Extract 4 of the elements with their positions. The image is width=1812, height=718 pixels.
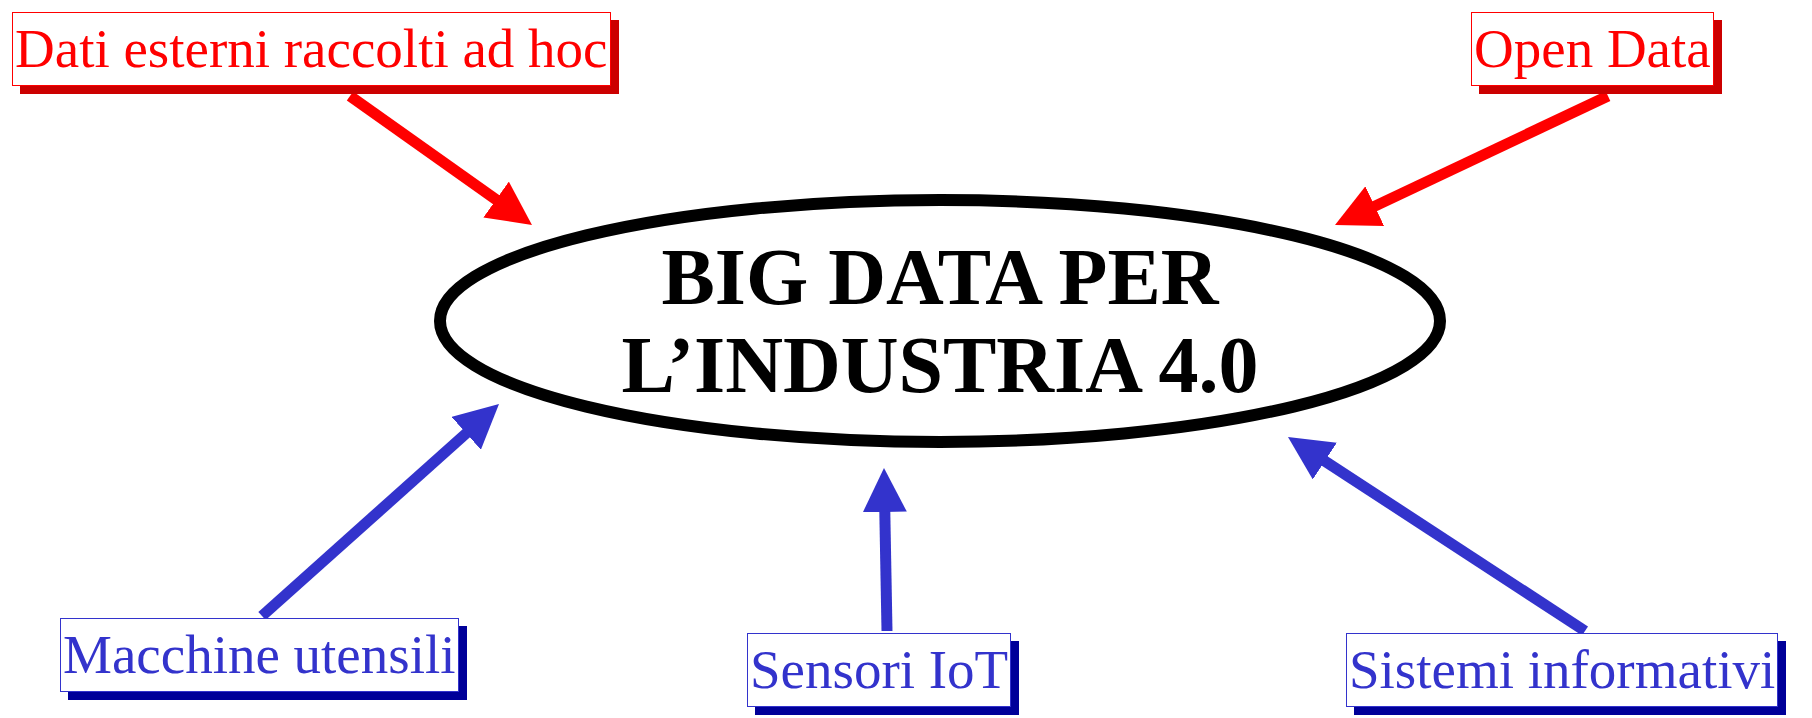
arrow [346,91,532,225]
title-text: BIG DATA PER L’INDUSTRIA 4.0 [620,233,1260,409]
arrow [862,468,907,632]
arrow [1335,91,1611,227]
